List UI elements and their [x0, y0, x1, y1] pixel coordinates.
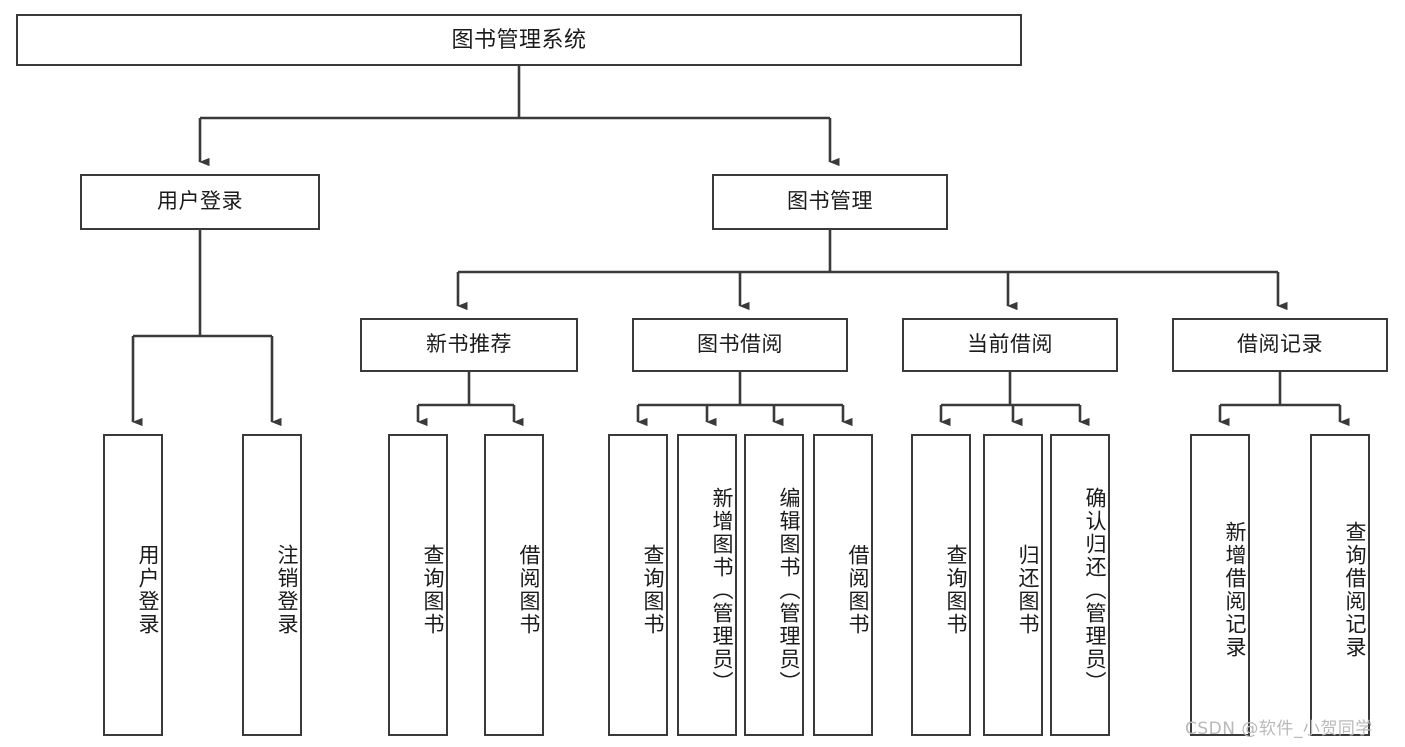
leaf-confirm-return[interactable]: 确认归还（管理员）	[1050, 434, 1110, 736]
node-borrow-record[interactable]: 借阅记录	[1172, 318, 1388, 372]
node-new-book-recommend[interactable]: 新书推荐	[360, 318, 578, 372]
leaf-query-book-1[interactable]: 查询图书	[388, 434, 448, 736]
leaf-user-login[interactable]: 用户登录	[103, 434, 163, 736]
leaf-borrow-book-1[interactable]: 借阅图书	[484, 434, 544, 736]
leaf-query-record[interactable]: 查询借阅记录	[1310, 434, 1370, 736]
node-root[interactable]: 图书管理系统	[16, 14, 1022, 66]
node-book-borrow[interactable]: 图书借阅	[632, 318, 848, 372]
leaf-borrow-book-2[interactable]: 借阅图书	[813, 434, 873, 736]
node-user-login[interactable]: 用户登录	[80, 174, 320, 230]
leaf-return-book[interactable]: 归还图书	[983, 434, 1043, 736]
watermark: CSDN @软件_小贺同学	[1185, 719, 1373, 739]
node-book-manage[interactable]: 图书管理	[712, 174, 948, 230]
leaf-query-book-3[interactable]: 查询图书	[911, 434, 971, 736]
node-current-borrow[interactable]: 当前借阅	[902, 318, 1118, 372]
leaf-query-book-2[interactable]: 查询图书	[608, 434, 668, 736]
leaf-add-book[interactable]: 新增图书（管理员）	[677, 434, 737, 736]
leaf-edit-book[interactable]: 编辑图书（管理员）	[744, 434, 804, 736]
leaf-add-record[interactable]: 新增借阅记录	[1190, 434, 1250, 736]
leaf-logout[interactable]: 注销登录	[242, 434, 302, 736]
